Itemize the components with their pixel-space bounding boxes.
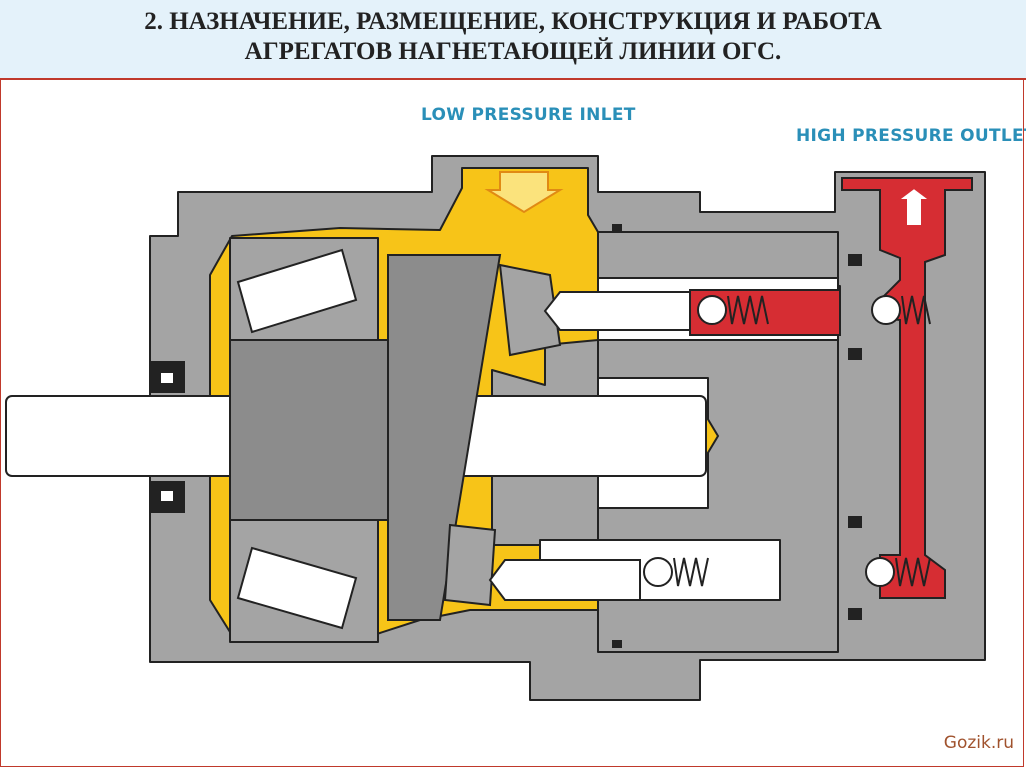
high-pressure-outlet-label: HIGH PRESSURE OUTLET bbox=[796, 126, 1026, 146]
o-ring bbox=[848, 254, 862, 266]
o-ring bbox=[848, 608, 862, 620]
title-band: 2. НАЗНАЧЕНИЕ, РАЗМЕЩЕНИЕ, КОНСТРУКЦИЯ И… bbox=[0, 0, 1026, 80]
slide-title-line-1: 2. НАЗНАЧЕНИЕ, РАЗМЕЩЕНИЕ, КОНСТРУКЦИЯ И… bbox=[144, 8, 882, 35]
valve-spring-lower-1 bbox=[673, 557, 709, 587]
o-ring bbox=[848, 516, 862, 528]
shaft-seal-lower bbox=[149, 481, 185, 513]
o-ring bbox=[612, 640, 622, 648]
check-valve-ball-upper-1 bbox=[697, 295, 727, 325]
shaft-end-tip bbox=[705, 412, 720, 460]
pump-cross-section bbox=[5, 155, 986, 701]
check-valve-ball-lower-2 bbox=[865, 557, 895, 587]
slide-title-line-2: АГРЕГАТОВ НАГНЕТАЮЩЕЙ ЛИНИИ ОГС. bbox=[244, 38, 782, 65]
outlet-arrow bbox=[895, 186, 933, 227]
swashplate bbox=[387, 254, 502, 621]
low-pressure-inlet-label: LOW PRESSURE INLET bbox=[421, 105, 636, 125]
piston-shoe-lower bbox=[443, 523, 497, 607]
bearing-roller-upper bbox=[236, 248, 358, 334]
piston-upper bbox=[543, 291, 701, 331]
rotor-hub bbox=[229, 339, 391, 521]
watermark: Gozik.ru bbox=[943, 733, 1014, 753]
valve-spring-upper-1 bbox=[727, 295, 769, 325]
high-pressure-outlet-port bbox=[841, 177, 973, 599]
inlet-arrow bbox=[484, 171, 564, 214]
valve-spring-lower-2 bbox=[895, 557, 931, 587]
check-valve-ball-upper-2 bbox=[871, 295, 901, 325]
piston-shoe-upper bbox=[498, 263, 562, 357]
o-ring bbox=[612, 224, 622, 232]
bearing-roller-lower bbox=[236, 546, 358, 630]
o-ring bbox=[848, 348, 862, 360]
valve-spring-upper-2 bbox=[901, 295, 931, 325]
piston-lower bbox=[488, 559, 641, 601]
check-valve-ball-lower-1 bbox=[643, 557, 673, 587]
